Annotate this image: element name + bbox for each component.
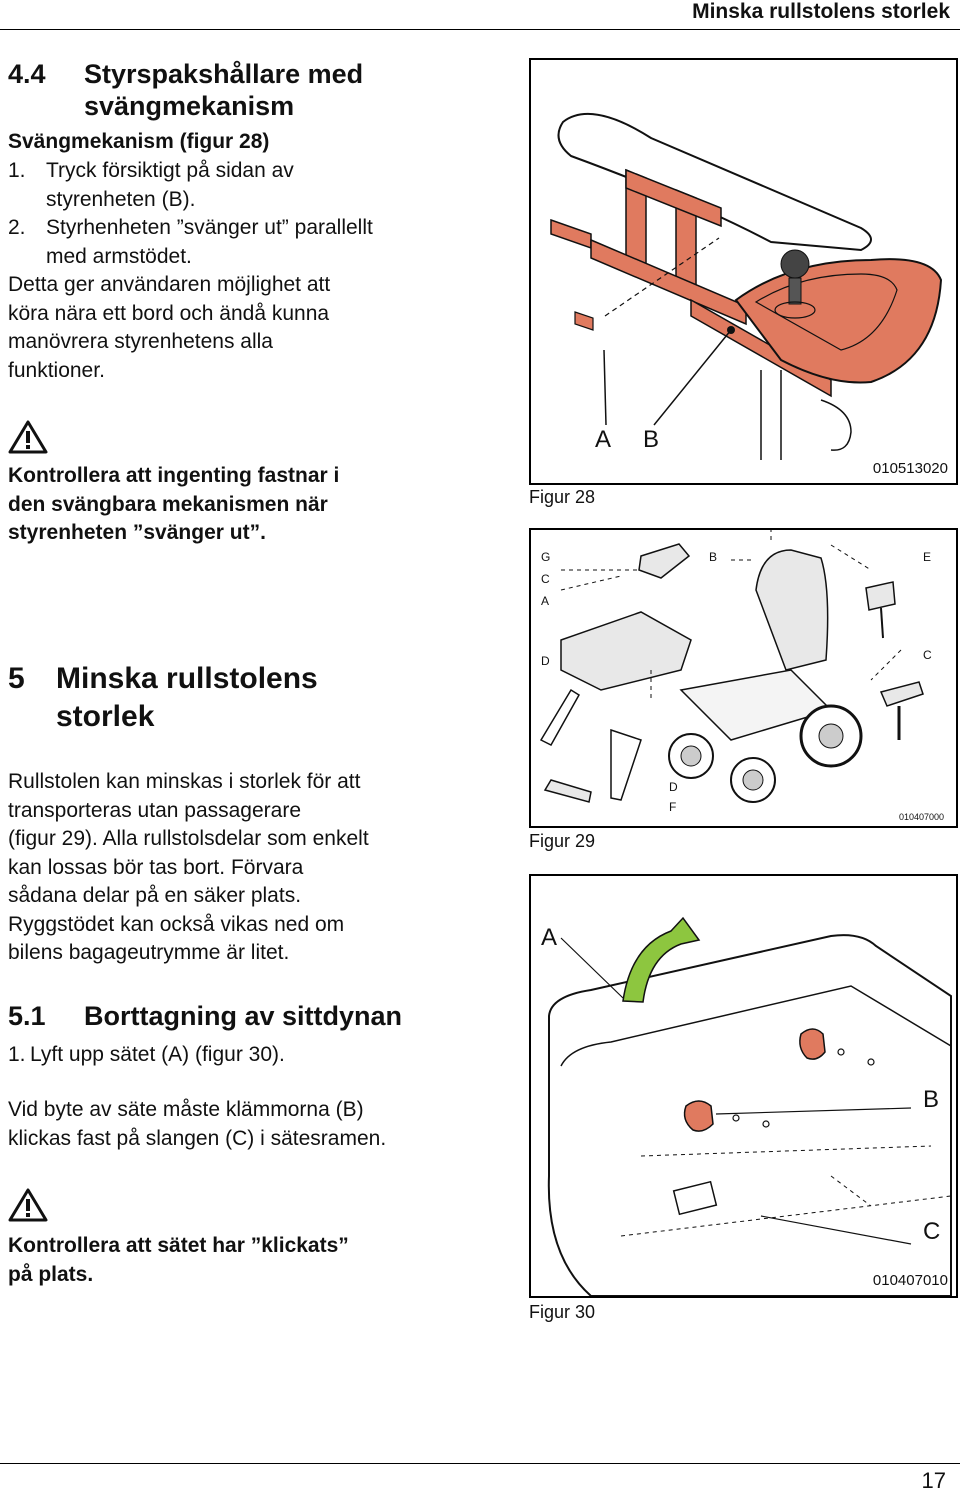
paragraph-line: funktioner. [8, 358, 105, 382]
figure-30: A B C 010407010 [529, 874, 958, 1298]
part-label-c: C [541, 572, 550, 586]
figure-28: A B Figur 28 010513020 [529, 58, 958, 485]
step-item-1: 1.Tryck försiktigt på sidan av [8, 159, 294, 182]
section-5-heading: 5 Minska rullstolens storlek [8, 660, 318, 736]
paragraph-line: köra nära ett bord och ändå kunna [8, 301, 330, 325]
part-label-c2: C [923, 648, 932, 662]
warning-text-2: Kontrollera att sätet har ”klickats” på … [8, 1234, 349, 1286]
header-rule [0, 29, 960, 30]
warning-triangle-icon [8, 420, 48, 454]
figure-28-caption: Figur 28 [529, 487, 596, 507]
part-label-g: G [541, 550, 551, 564]
section-title-line1: Styrspakshållare med [84, 59, 364, 89]
step-item-1-cont: styrenheten (B). [46, 187, 196, 211]
body-line: Ryggstödet kan också vikas ned om [8, 912, 345, 936]
step-item-1: 1.Lyft upp sätet (A) (figur 30). [8, 1043, 285, 1066]
body-line: kan lossas bör tas bort. Förvara [8, 855, 304, 879]
part-label-b: B [643, 426, 660, 453]
body-line: transporteras utan passagerare [8, 798, 302, 822]
step-item-2: 2.Styrhenheten ”svänger ut” parallellt [8, 216, 373, 239]
section-number: 4.4 [8, 59, 46, 89]
section-title-line2: svängmekanism [84, 91, 295, 121]
body-line: bilens bagageutrymme är litet. [8, 941, 290, 964]
section-number: 5.1 [8, 1001, 46, 1031]
part-label-b: B [709, 550, 718, 564]
step-list: 1.Tryck försiktigt på sidan av styrenhet… [8, 157, 508, 385]
page-number: 17 [921, 1468, 946, 1493]
part-label-d2: D [669, 780, 678, 794]
figure-29-caption: Figur 29 [529, 831, 596, 851]
part-label-a: A [541, 924, 558, 951]
body-line: Rullstolen kan minskas i storlek för att [8, 770, 361, 793]
figure-29-illustration [539, 530, 924, 803]
footer-rule [0, 1463, 960, 1464]
section-number: 5 [8, 662, 25, 695]
figure-30-caption: Figur 30 [529, 1302, 596, 1322]
figure-code: 010407000 [898, 812, 944, 822]
step-item-2-cont: med armstödet. [46, 244, 192, 268]
body-line: sådana delar på en säker plats. [8, 884, 302, 907]
paragraph-line: Detta ger användaren möjlighet att [8, 273, 331, 296]
section-title: Borttagning av sittdynan [84, 1001, 403, 1031]
figure-30-illustration [547, 916, 952, 1296]
part-label-a: A [541, 594, 550, 608]
figure-28-illustration [550, 112, 943, 460]
section-5-body: Rullstolen kan minskas i storlek för att… [8, 768, 508, 968]
section-title-line2: storlek [56, 700, 155, 733]
warning-triangle-icon [8, 1188, 48, 1222]
figure-code: 010513020 [872, 460, 948, 477]
part-label-c: C [923, 1218, 941, 1245]
section-4-4-heading: 4.4 Styrspakshållare med svängmekanism [8, 58, 363, 122]
note-text: Vid byte av säte måste klämmorna (B) kli… [8, 1098, 387, 1150]
part-label-e: E [923, 550, 932, 564]
warning-text-1: Kontrollera att ingenting fastnar i den … [8, 464, 340, 544]
running-header: Minska rullstolens storlek [692, 0, 950, 23]
section-5-1-heading: 5.1 Borttagning av sittdynan [8, 1000, 402, 1032]
figure-29: G C A B E D C D F 010407000 [529, 528, 958, 828]
subsection-title: Svängmekanism (figur 28) [8, 130, 270, 153]
part-label-b: B [923, 1086, 940, 1113]
body-line: (figur 29). Alla rullstolsdelar som enke… [8, 827, 369, 850]
part-label-a: A [595, 426, 612, 453]
part-label-d: D [541, 654, 550, 668]
figure-code: 010407010 [872, 1272, 948, 1289]
section-title-line1: Minska rullstolens [56, 662, 318, 695]
paragraph-line: manövrera styrenhetens alla [8, 330, 273, 353]
part-label-f: F [669, 800, 677, 814]
